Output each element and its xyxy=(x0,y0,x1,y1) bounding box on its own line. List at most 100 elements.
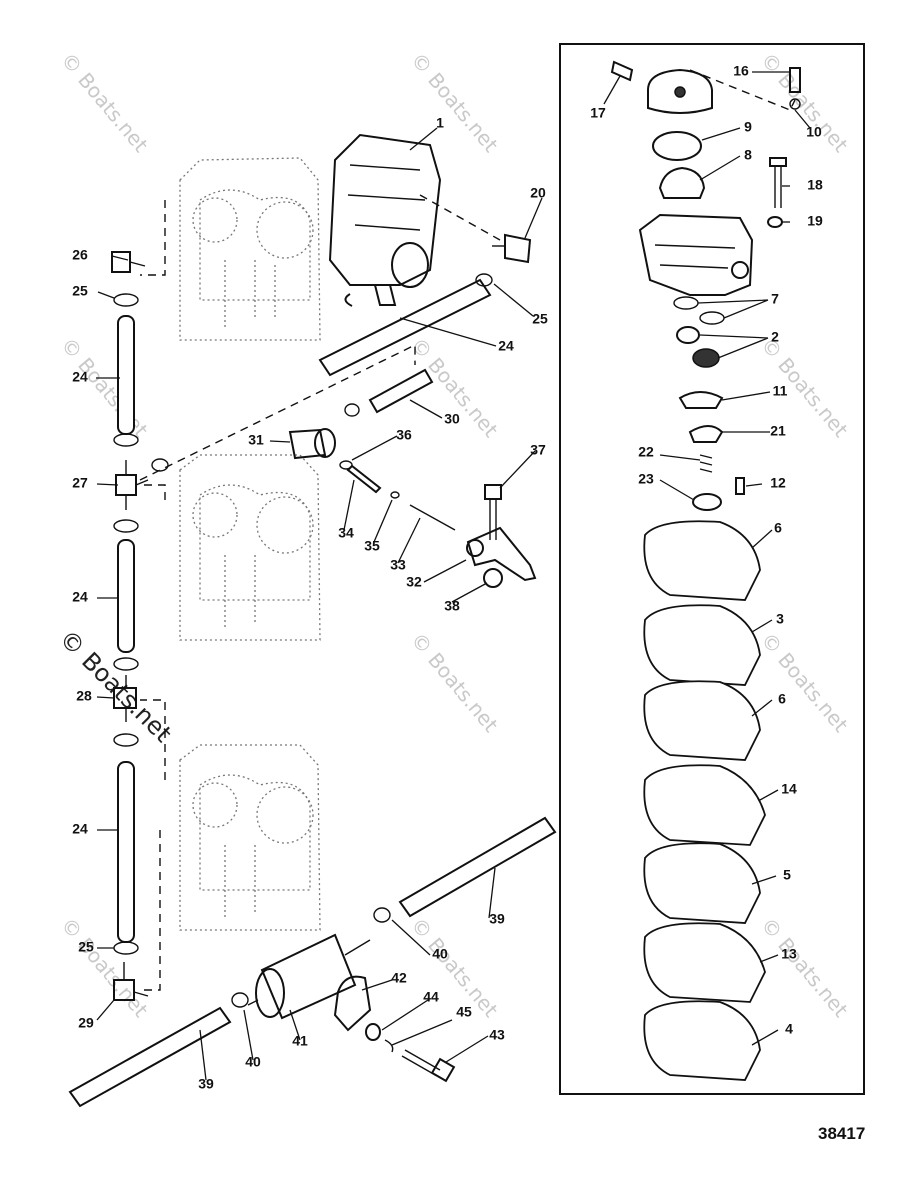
elbow-fitting-20 xyxy=(492,233,532,264)
callout-23: 23 xyxy=(638,471,654,487)
watermark-overlay: © Boats.net xyxy=(54,624,177,747)
callout-16: 16 xyxy=(733,63,749,79)
callout-1: 1 xyxy=(436,115,444,131)
callout-4: 4 xyxy=(785,1021,793,1037)
callout-33: 33 xyxy=(390,557,406,573)
diaphragm-5 xyxy=(643,842,761,924)
nut-38 xyxy=(483,568,503,588)
fitting-17 xyxy=(610,60,634,82)
retainer-21 xyxy=(688,425,724,443)
hose-clamp-40 xyxy=(373,907,391,923)
screw-43 xyxy=(401,1049,456,1083)
pump-cap xyxy=(647,68,713,114)
check-valve-2 xyxy=(676,326,700,344)
callout-44: 44 xyxy=(423,989,439,1005)
o-ring-35 xyxy=(390,491,400,499)
callout-5: 5 xyxy=(783,867,791,883)
callout-10: 10 xyxy=(806,124,822,140)
watermark: © Boats.net xyxy=(756,628,853,737)
hose-clamp-40 xyxy=(231,992,249,1008)
pump-body xyxy=(638,213,754,296)
fuel-hose-short xyxy=(368,368,434,414)
assembly-line xyxy=(139,343,416,481)
engine-block-middle xyxy=(179,454,321,641)
callout-24: 24 xyxy=(72,821,88,837)
callout-20: 20 xyxy=(530,185,546,201)
assembly-line xyxy=(689,69,796,111)
callout-32: 32 xyxy=(406,574,422,590)
callout-24: 24 xyxy=(72,369,88,385)
callout-2: 2 xyxy=(771,329,779,345)
callout-labels: 1 2 3 4 5 6 6 7 8 9 10 11 12 13 14 16 17… xyxy=(72,63,823,1092)
callout-6: 6 xyxy=(774,520,782,536)
diaphragm-3 xyxy=(643,604,761,686)
hose-clamp xyxy=(113,657,139,671)
fuel-hose-39 xyxy=(68,1006,232,1108)
plate-14 xyxy=(643,764,766,846)
callout-3: 3 xyxy=(776,611,784,627)
gasket-6 xyxy=(643,520,761,601)
callout-43: 43 xyxy=(489,1027,505,1043)
retainer-clip xyxy=(344,293,353,307)
hose-clamp xyxy=(113,941,139,955)
callout-6: 6 xyxy=(778,691,786,707)
callout-27: 27 xyxy=(72,475,88,491)
fitting-31 xyxy=(288,428,336,460)
fuel-enrichment-valve-1 xyxy=(328,133,442,306)
callout-17: 17 xyxy=(590,105,606,121)
fuel-hose xyxy=(318,278,492,377)
callout-31: 31 xyxy=(248,432,264,448)
hose-clamp xyxy=(113,433,139,447)
fuel-pump-frame xyxy=(559,43,865,1095)
washer-10 xyxy=(789,98,801,110)
callout-28: 28 xyxy=(76,688,92,704)
callout-36: 36 xyxy=(396,427,412,443)
washer-44 xyxy=(365,1023,381,1041)
pin-33 xyxy=(409,504,456,531)
engine-block-bottom xyxy=(179,744,321,931)
screw-16 xyxy=(789,67,801,93)
callout-37: 37 xyxy=(530,442,546,458)
callout-41: 41 xyxy=(292,1033,308,1049)
washer-19 xyxy=(767,216,783,228)
o-ring-36 xyxy=(339,460,353,470)
callout-38: 38 xyxy=(444,598,460,614)
bolt-18 xyxy=(769,157,787,208)
fuel-hose xyxy=(117,761,135,943)
fuel-hose-39 xyxy=(398,816,557,918)
hose-clamp xyxy=(151,458,169,472)
callout-11: 11 xyxy=(773,383,788,399)
plate-13 xyxy=(643,922,766,1003)
watermark: © Boats.net xyxy=(56,333,153,442)
callout-34: 34 xyxy=(338,525,354,541)
assembly-line xyxy=(140,484,166,500)
callout-26: 26 xyxy=(72,247,88,263)
assembly-line xyxy=(140,830,161,991)
callout-9: 9 xyxy=(744,119,752,135)
fuel-hose xyxy=(117,315,135,435)
callout-22: 22 xyxy=(638,444,654,460)
diaphragm-8 xyxy=(658,166,706,199)
callout-25: 25 xyxy=(532,311,548,327)
screw-12 xyxy=(735,477,745,495)
spring-22 xyxy=(699,454,713,473)
hose-clamp xyxy=(475,273,493,287)
callout-39: 39 xyxy=(198,1076,214,1092)
o-ring-7 xyxy=(673,296,699,310)
callout-25: 25 xyxy=(72,283,88,299)
gasket-4 xyxy=(643,1000,761,1081)
retainer-11 xyxy=(678,391,724,409)
bracket-42 xyxy=(333,975,372,1032)
callout-45: 45 xyxy=(456,1004,472,1020)
callout-21: 21 xyxy=(770,423,786,439)
hose-clamp xyxy=(344,403,360,417)
cap-23 xyxy=(692,493,722,511)
hose-clamp xyxy=(113,519,139,533)
watermark: © Boats.net xyxy=(406,628,503,737)
callout-13: 13 xyxy=(781,946,797,962)
check-valve-2 xyxy=(692,348,720,368)
assembly-line xyxy=(419,194,501,241)
fuel-hose xyxy=(117,539,135,653)
callout-8: 8 xyxy=(744,147,752,163)
